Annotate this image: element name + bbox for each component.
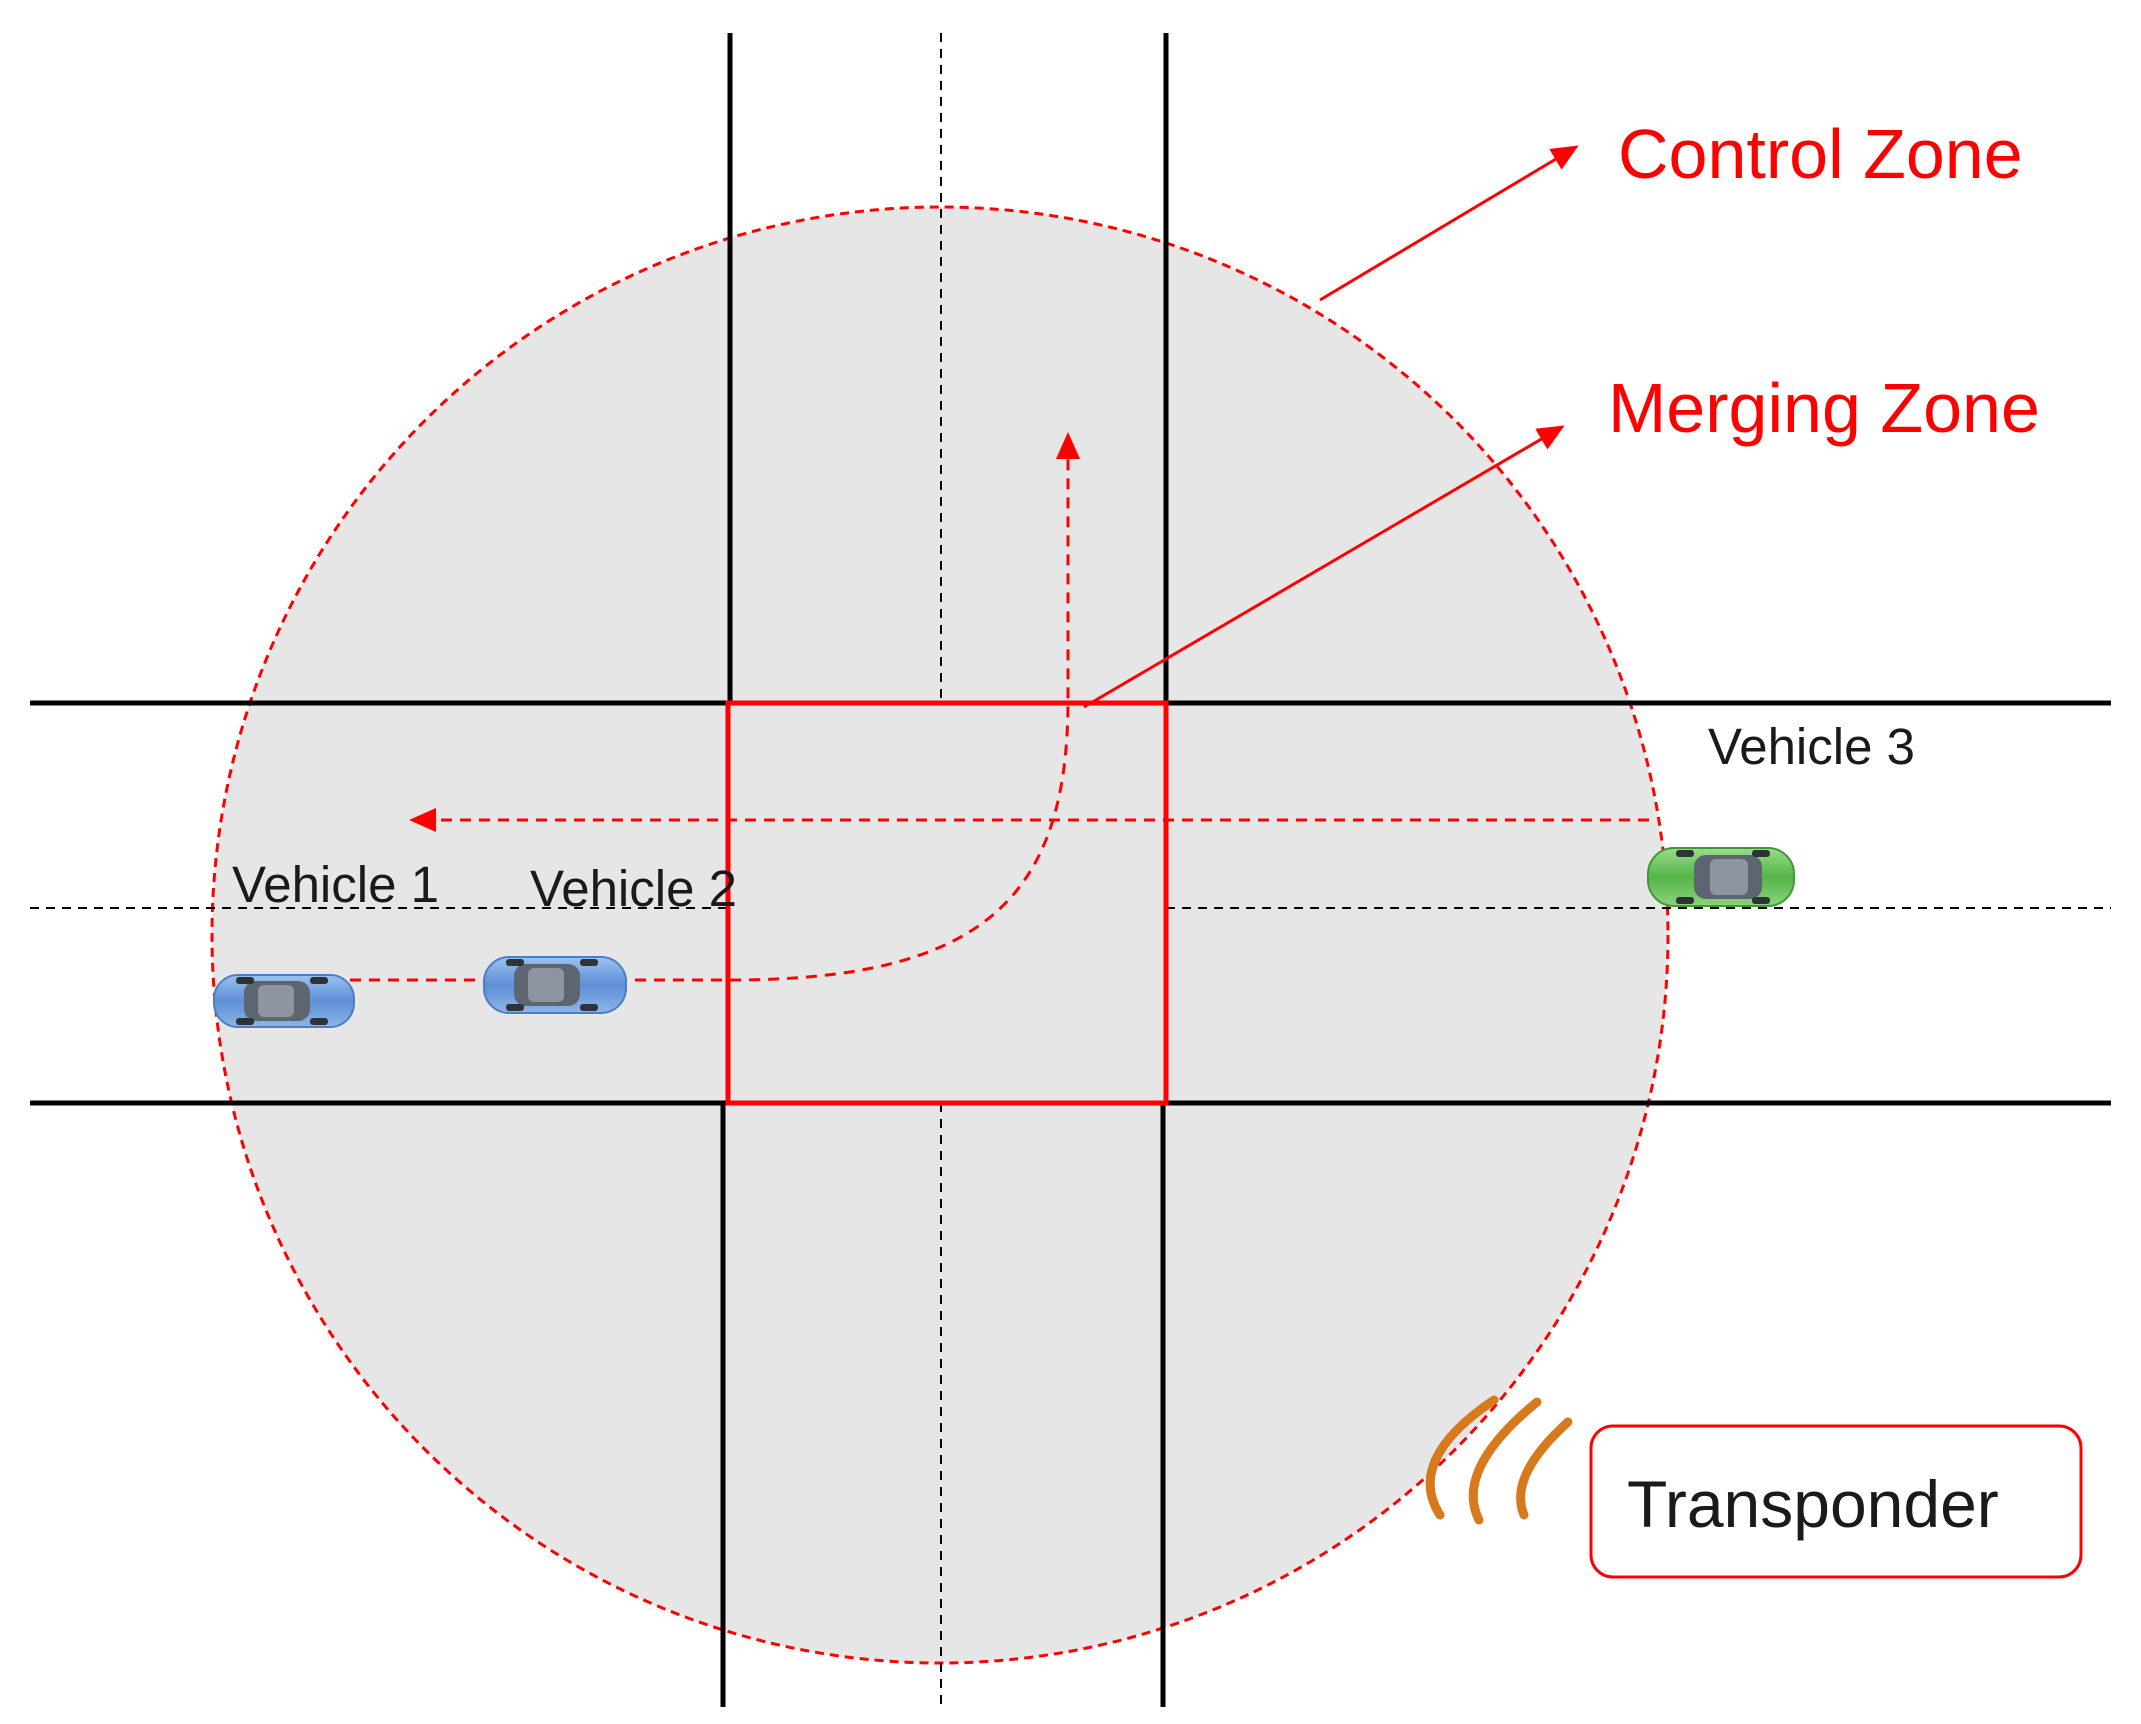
vehicle-2-label: Vehicle 2 (530, 860, 737, 917)
vehicle-1-2-turn-path (350, 432, 1080, 982)
vehicle-3-label: Vehicle 3 (1708, 718, 1915, 775)
lane-dividers (30, 33, 2111, 1707)
merging-zone-leader (1083, 425, 1565, 709)
vehicle-1-car-icon (213, 974, 355, 1028)
control-zone-leader (1319, 145, 1579, 302)
vertical-road (720, 33, 1169, 1707)
transponder-signal-waves-icon (1425, 1395, 1573, 1525)
transponder-label: Transponder (1627, 1467, 1999, 1541)
vehicle-2-car-icon (483, 956, 627, 1014)
vehicle-3-car-icon (1647, 847, 1795, 907)
merging-zone-square (725, 700, 1169, 1106)
control-zone-label: Control Zone (1618, 115, 2023, 193)
vehicle-1-label: Vehicle 1 (232, 856, 439, 913)
merging-zone-label: Merging Zone (1608, 369, 2040, 447)
transponder-box (1589, 1424, 2083, 1579)
horizontal-road (30, 700, 2111, 1106)
